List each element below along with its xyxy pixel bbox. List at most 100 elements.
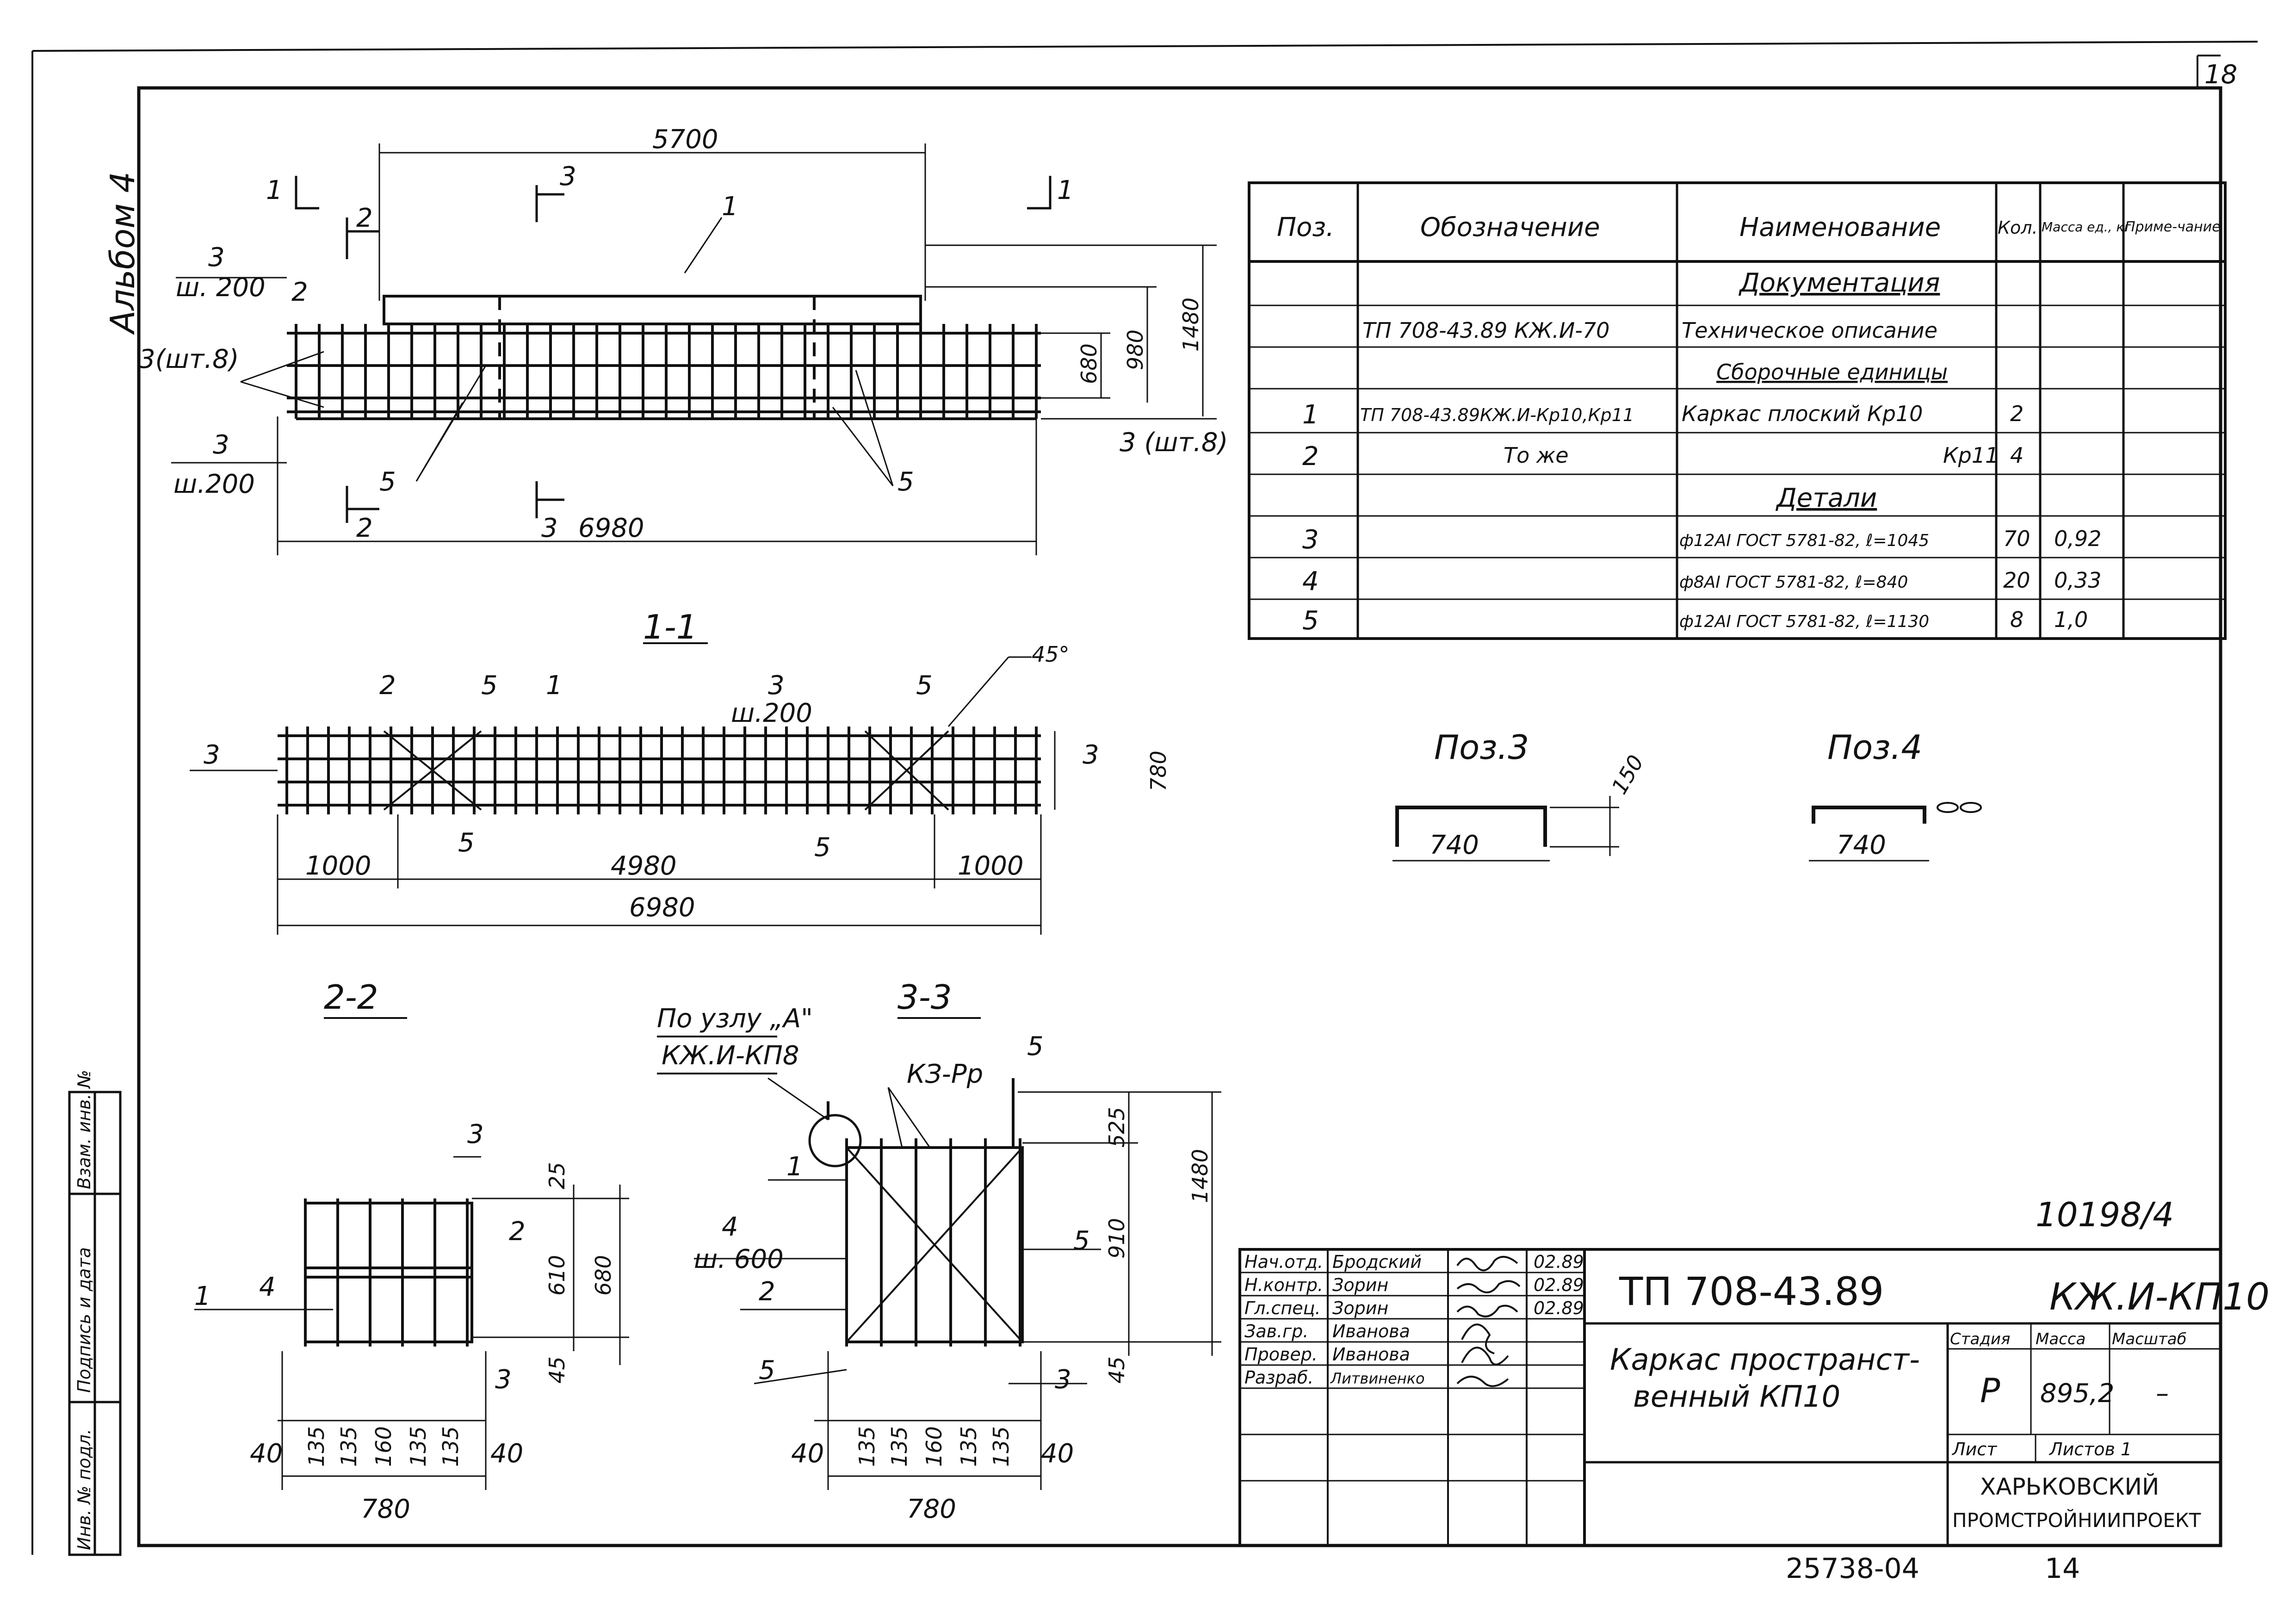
tb-role-6: Разраб. bbox=[1244, 1367, 1313, 1388]
s11-pos5a: 5 bbox=[481, 670, 498, 701]
spec-row7-pos: 3 bbox=[1302, 525, 1319, 555]
plan-pos5-right: 5 bbox=[897, 467, 914, 497]
s22-dim-25: 25 bbox=[545, 1162, 569, 1189]
plan-dim-bottom: 6980 bbox=[578, 513, 644, 543]
tb-stage: Р bbox=[1980, 1371, 2000, 1410]
s22-dim-40a: 40 bbox=[250, 1439, 283, 1469]
s11-pos2: 2 bbox=[379, 670, 396, 701]
s22-dim-135b: 135 bbox=[336, 1426, 361, 1467]
tb-scale-hdr: Масштаб bbox=[2112, 1330, 2187, 1348]
s11-pos3-left: 3 bbox=[204, 740, 220, 770]
s33-dim-135d: 135 bbox=[989, 1426, 1014, 1467]
s11-pos3: 3 bbox=[768, 670, 785, 701]
spec-hdr-pos: Поз. bbox=[1277, 212, 1334, 242]
album-label: Альбом 4 bbox=[103, 172, 142, 335]
detail-pos4 bbox=[1809, 802, 1982, 862]
spec-row7-mass: 0,92 bbox=[2054, 526, 2101, 551]
s33-node-ref-1: По узлу „А" bbox=[657, 1004, 813, 1034]
s33-pos5-left: 5 bbox=[759, 1355, 775, 1385]
plan-sht8-right: 3 (шт.8) bbox=[1120, 428, 1228, 458]
plan-pos3-bottom: 3 bbox=[213, 430, 229, 460]
s33-dim-910: 910 bbox=[1104, 1218, 1129, 1259]
footer-page: 14 bbox=[2045, 1552, 2080, 1585]
drawing-code-right: 10198/4 bbox=[2036, 1195, 2174, 1234]
s33-dim-40b: 40 bbox=[1041, 1439, 1074, 1469]
s33-dim-780: 780 bbox=[907, 1494, 956, 1524]
s11-dim-4980: 4980 bbox=[611, 851, 677, 881]
spec-hdr-name: Наименование bbox=[1739, 212, 1941, 242]
tb-org-1: ХАРЬКОВСКИЙ bbox=[1980, 1473, 2159, 1500]
s22-dim-40b: 40 bbox=[490, 1439, 523, 1469]
plan-pos5-left: 5 bbox=[379, 467, 396, 497]
tb-date-2: 02.89 bbox=[1534, 1275, 1584, 1295]
section-2-2 bbox=[194, 1017, 629, 1490]
tb-title-2: венный КП10 bbox=[1633, 1380, 1840, 1414]
s11-pos5d: 5 bbox=[814, 832, 831, 863]
tb-mass-hdr: Масса bbox=[2036, 1330, 2086, 1348]
tb-title-1: Каркас пространст- bbox=[1610, 1343, 1920, 1377]
tb-name-4: Иванова bbox=[1332, 1321, 1410, 1341]
s33-pos1: 1 bbox=[786, 1152, 803, 1182]
spec-row7-qty: 70 bbox=[2003, 526, 2030, 551]
s22-dim-680: 680 bbox=[591, 1255, 616, 1296]
section-3-3-title: 3-3 bbox=[897, 978, 952, 1017]
spec-row4-name: Каркас плоский Кр10 bbox=[1682, 401, 1923, 426]
s22-pos3b: 3 bbox=[495, 1365, 512, 1395]
tb-sheets-label: Листов 1 bbox=[2048, 1439, 2132, 1459]
s22-dim-160: 160 bbox=[371, 1426, 396, 1467]
spec-section-docs: Документация bbox=[1738, 268, 1940, 298]
s22-dim-135a: 135 bbox=[304, 1426, 329, 1467]
plan-pos2: 2 bbox=[291, 277, 308, 307]
side-stamp bbox=[68, 1091, 122, 1556]
title-block bbox=[1238, 1248, 2222, 1547]
spec-row2-name: Техническое описание bbox=[1682, 318, 1937, 343]
s33-pos4: 4 bbox=[722, 1212, 738, 1242]
spec-row8-mass: 0,33 bbox=[2054, 568, 2101, 593]
pos3-title: Поз.3 bbox=[1434, 728, 1529, 767]
detail-pos3 bbox=[1392, 796, 1619, 862]
section-1-1 bbox=[190, 642, 1056, 935]
s33-pos3: 3 bbox=[1055, 1365, 1071, 1395]
section-1-1-title: 1-1 bbox=[643, 608, 698, 646]
plan-dim-h1: 680 bbox=[1077, 343, 1102, 384]
s11-angle: 45° bbox=[1032, 642, 1070, 667]
spec-row9-name: ф12АI ГОСТ 5781-82, ℓ=1130 bbox=[1679, 612, 1929, 631]
spec-row9-mass: 1,0 bbox=[2054, 607, 2088, 632]
s33-dim-135a: 135 bbox=[854, 1426, 879, 1467]
spec-row8-qty: 20 bbox=[2003, 568, 2030, 593]
pos4-title: Поз.4 bbox=[1827, 728, 1922, 767]
s11-dim-6980: 6980 bbox=[629, 893, 695, 923]
pos3-dim-150: 150 bbox=[1607, 751, 1649, 798]
plan-cut2-bottom: 2 bbox=[356, 513, 373, 543]
tb-name-5: Иванова bbox=[1332, 1344, 1410, 1365]
plan-dim-top: 5700 bbox=[652, 124, 718, 155]
sheet-number: 18 bbox=[2204, 60, 2237, 90]
tb-role-3: Гл.спец. bbox=[1244, 1298, 1321, 1318]
tb-scale: – bbox=[2156, 1378, 2169, 1409]
side-stamp-replace: Взам. инв. № bbox=[74, 1070, 94, 1189]
s22-dim-135d: 135 bbox=[438, 1426, 463, 1467]
plan-view bbox=[171, 143, 1217, 555]
sheet-frame bbox=[31, 41, 2258, 1555]
plan-cut1-left: 1 bbox=[266, 175, 283, 205]
spec-row5-des: То же bbox=[1504, 443, 1569, 468]
tb-sheet-label: Лист bbox=[1951, 1439, 1998, 1459]
tb-name-3: Зорин bbox=[1332, 1298, 1388, 1318]
plan-cut1-right: 1 bbox=[1057, 175, 1074, 205]
tb-role-1: Нач.отд. bbox=[1244, 1252, 1323, 1272]
spec-row7-name: ф12АI ГОСТ 5781-82, ℓ=1045 bbox=[1679, 531, 1929, 550]
plan-pos3-top: 3 bbox=[208, 242, 225, 273]
tb-org-2: ПРОМСТРОЙНИИПРОЕКТ bbox=[1952, 1508, 2201, 1532]
plan-sh200-top: ш. 200 bbox=[176, 273, 266, 303]
s22-pos3: 3 bbox=[467, 1119, 484, 1149]
plan-cut3-bottom: 3 bbox=[541, 513, 558, 543]
spec-row5-name: Кр11 bbox=[1943, 443, 1999, 468]
spec-row8-pos: 4 bbox=[1302, 566, 1319, 596]
s11-dim-1000a: 1000 bbox=[305, 851, 371, 881]
plan-cut3-top: 3 bbox=[560, 161, 576, 192]
s33-dim-45: 45 bbox=[1104, 1356, 1129, 1384]
plan-dim-h2: 980 bbox=[1123, 329, 1148, 370]
spec-row5-qty: 4 bbox=[2010, 443, 2024, 468]
spec-row9-pos: 5 bbox=[1302, 606, 1319, 636]
